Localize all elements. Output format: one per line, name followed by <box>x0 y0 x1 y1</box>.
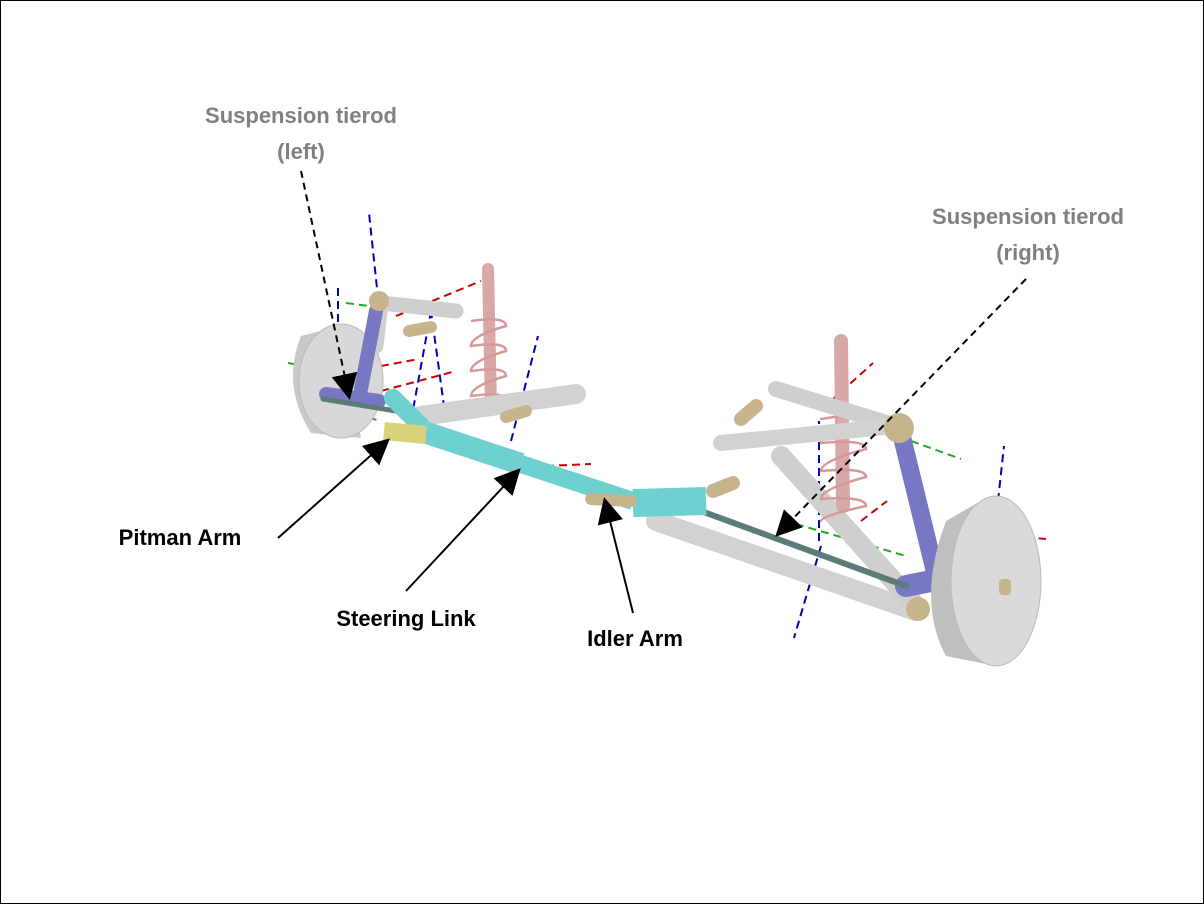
label-line: (right) <box>996 240 1060 265</box>
idler-arm <box>585 493 637 507</box>
arrow-tierod-left <box>300 170 358 400</box>
left-spring-damper <box>469 263 508 412</box>
tierod-right <box>698 508 909 589</box>
label-tierod-left: Suspension tierod (left) <box>171 98 431 170</box>
label-line: Suspension tierod <box>205 103 397 128</box>
label-tierod-right: Suspension tierod (right) <box>898 199 1158 271</box>
right-wheel <box>931 495 1042 667</box>
callout-arrows <box>277 170 1027 614</box>
arrow-pitman-arm <box>277 438 390 539</box>
label-idler-arm: Idler Arm <box>587 626 683 651</box>
label-line: Suspension tierod <box>932 204 1124 229</box>
label-line: (left) <box>277 139 325 164</box>
right-control-arms <box>646 334 945 621</box>
left-control-arms <box>319 291 586 426</box>
label-steering-link: Steering Link <box>336 606 476 631</box>
tierod-left <box>320 396 399 414</box>
pitman-arm <box>383 422 427 444</box>
label-pitman-arm: Pitman Arm <box>118 525 242 550</box>
arrow-idler-arm <box>597 497 634 614</box>
arrow-steering-link <box>405 468 521 592</box>
